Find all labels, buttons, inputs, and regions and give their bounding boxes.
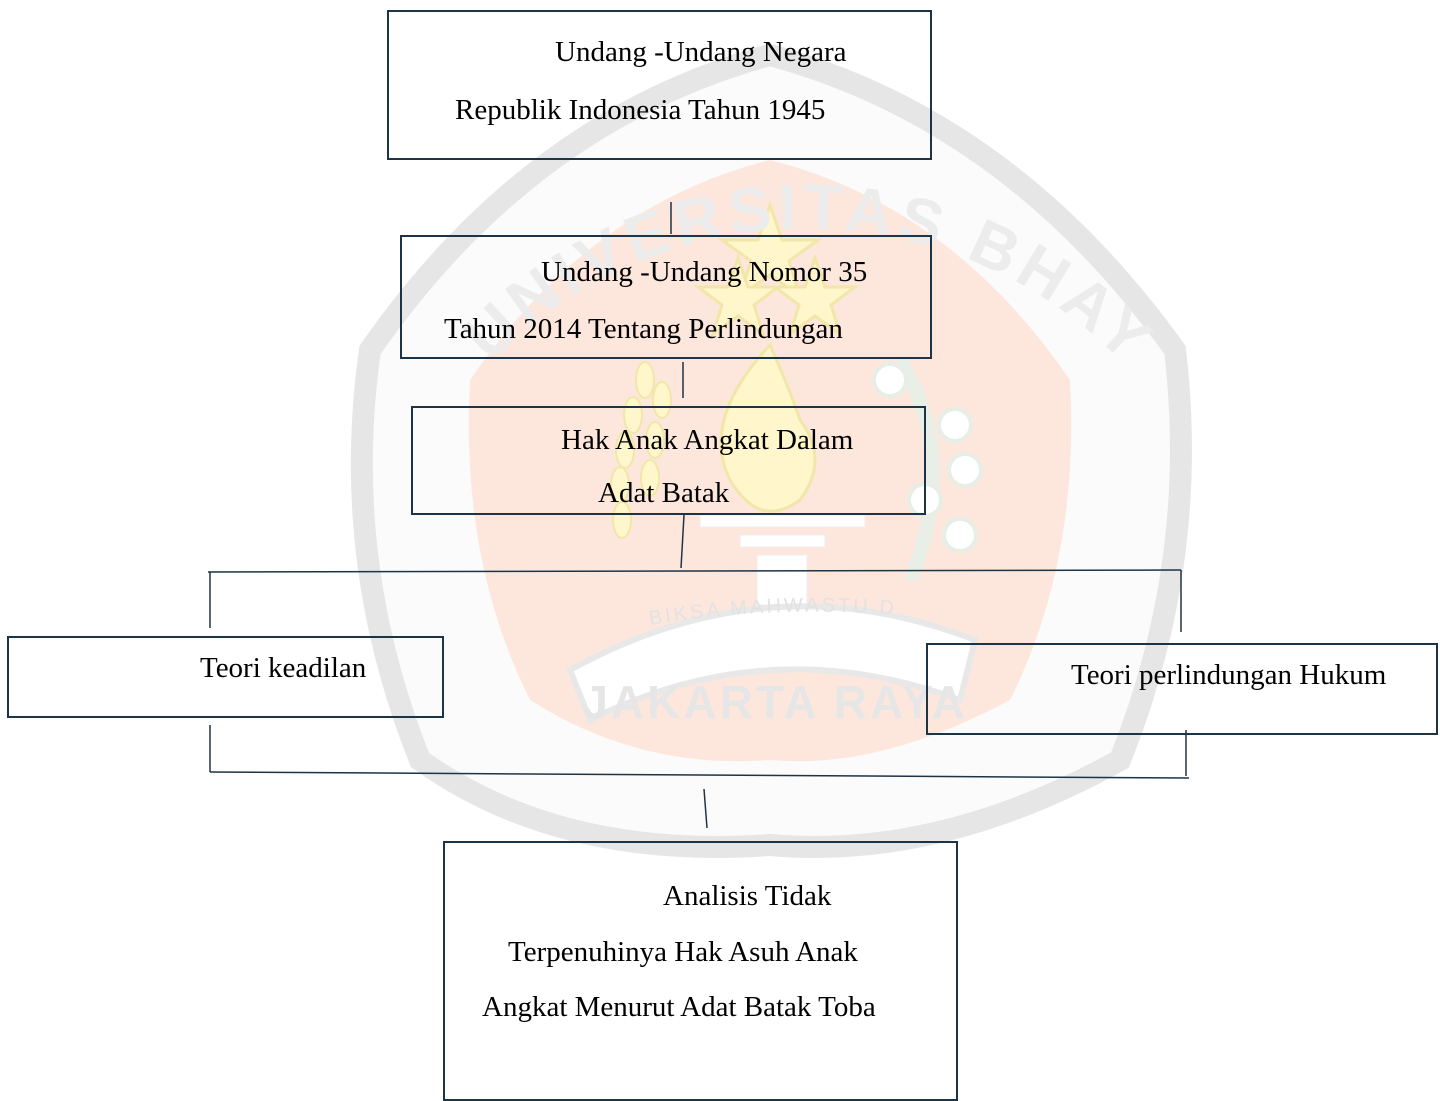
bracket-bottom — [209, 771, 1190, 779]
star-icons — [693, 200, 860, 338]
connector-to-analisis — [703, 788, 708, 829]
box-uu-35-2014-line-1: Undang -Undang Nomor 35 — [541, 256, 868, 288]
box-analisis: Analisis Tidak Terpenuhinya Hak Asuh Ana… — [443, 841, 958, 1101]
bracket-top — [207, 569, 1182, 573]
box-uud-1945-line-2: Republik Indonesia Tahun 1945 — [455, 94, 826, 126]
box-teori-perlindungan-hukum: Teori perlindungan Hukum — [926, 643, 1438, 735]
box-teori-perlindungan-hukum-line-1: Teori perlindungan Hukum — [1071, 659, 1387, 691]
cotton-branch-icon — [872, 356, 983, 583]
box-uu-35-2014-line-2: Tahun 2014 Tentang Perlindungan — [444, 313, 843, 345]
box-teori-keadilan: Teori keadilan — [7, 636, 444, 718]
torch-icon — [699, 342, 866, 606]
watermark-city-text: JAKARTA RAYA — [582, 676, 967, 728]
connector-hak-down — [680, 514, 685, 569]
box-analisis-line-3: Angkat Menurut Adat Batak Toba — [482, 991, 876, 1023]
box-hak-anak-angkat-line-2: Adat Batak — [598, 477, 730, 509]
box-hak-anak-angkat-line-1: Hak Anak Angkat Dalam — [561, 424, 854, 456]
ribbon-banner — [566, 603, 979, 725]
box-teori-keadilan-line-1: Teori keadilan — [200, 652, 367, 684]
box-analisis-line-1: Analisis Tidak — [663, 880, 832, 912]
box-analisis-line-2: Terpenuhinya Hak Asuh Anak — [508, 936, 858, 968]
box-uud-1945-line-1: Undang -Undang Negara — [555, 36, 847, 68]
box-uu-35-2014: Undang -Undang Nomor 35 Tahun 2014 Tenta… — [400, 235, 932, 359]
box-uud-1945: Undang -Undang Negara Republik Indonesia… — [387, 10, 932, 160]
box-hak-anak-angkat: Hak Anak Angkat Dalam Adat Batak — [411, 406, 926, 515]
